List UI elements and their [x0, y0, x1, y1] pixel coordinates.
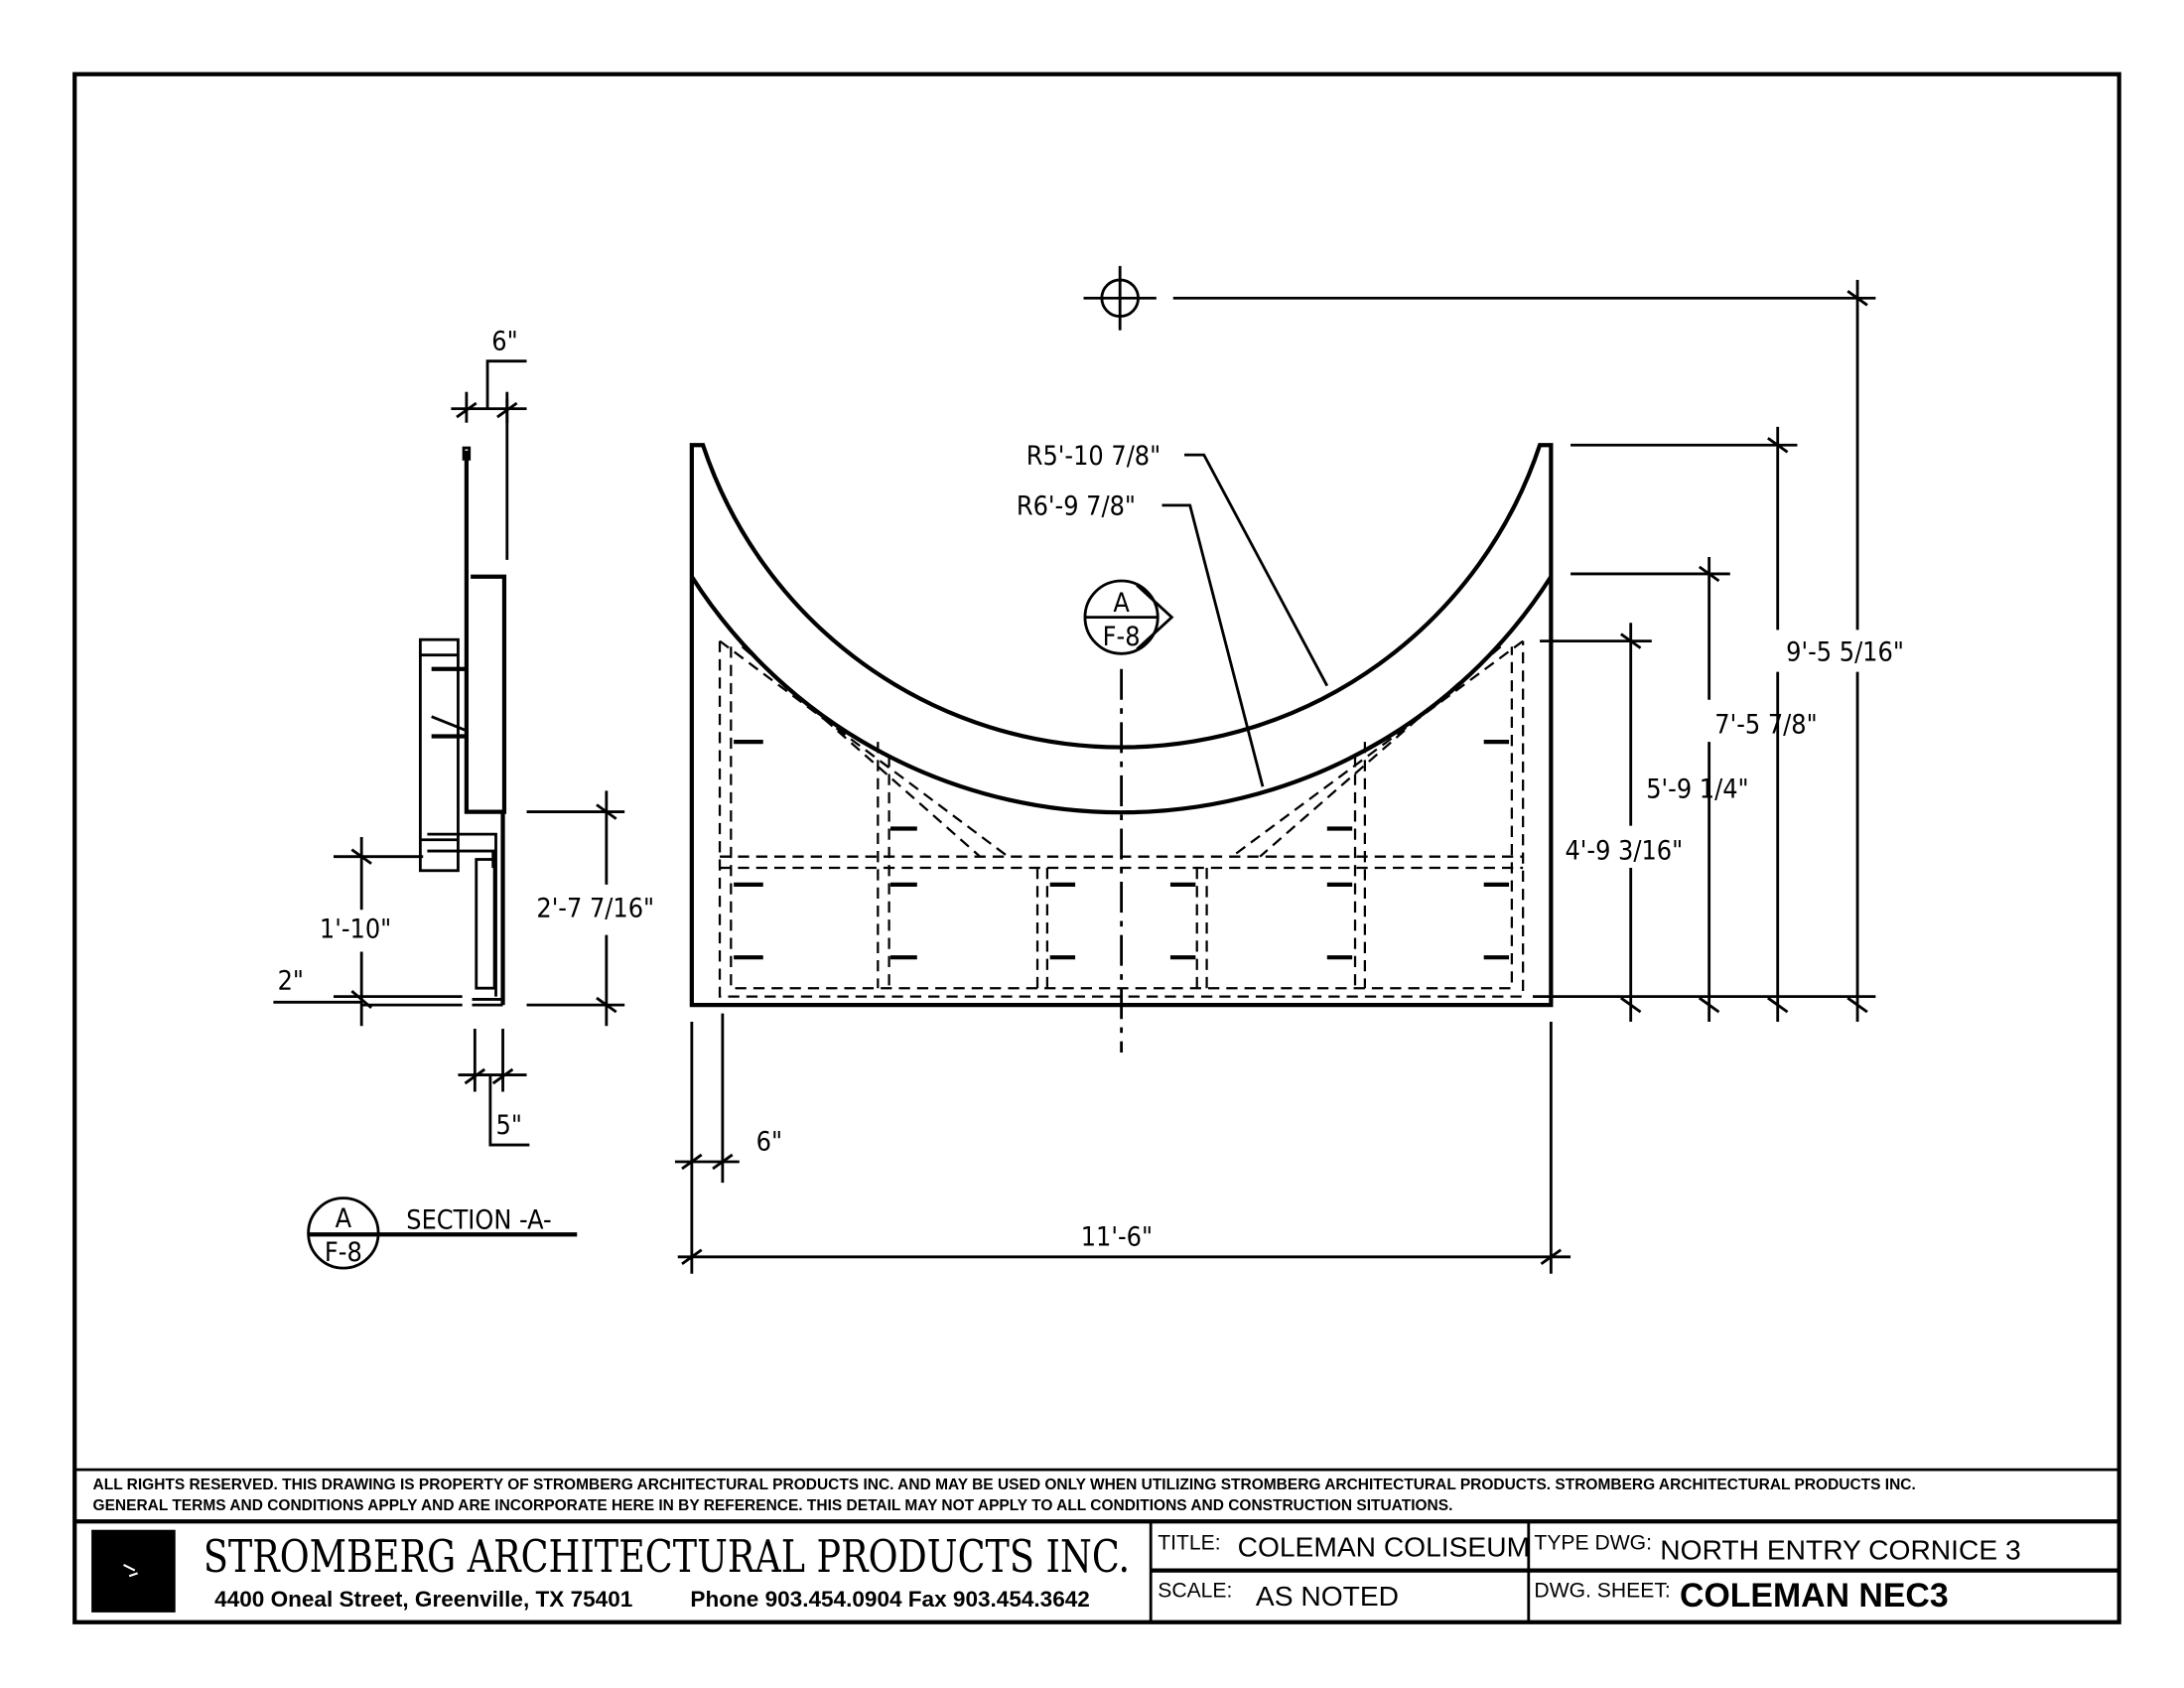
dim-radius-outer: R5'-10 7/8": [1026, 441, 1160, 472]
dim-top-width: 6": [491, 326, 517, 356]
section-tag-sheet: F-8: [325, 1237, 362, 1268]
dim-bottom-width: 5": [496, 1110, 522, 1141]
dwg-sheet-value: COLEMAN NEC3: [1680, 1577, 1949, 1615]
company-address: 4400 Oneal Street, Greenville, TX 75401: [214, 1587, 632, 1612]
company-name: STROMBERG ARCHITECTURAL PRODUCTS INC.: [204, 1530, 1130, 1583]
dim-side-thickness: 6": [756, 1127, 782, 1158]
section-label: SECTION -A-: [406, 1205, 551, 1236]
elevation-tag-letter: A: [1113, 588, 1130, 619]
dim-section-lip: 2": [278, 966, 304, 997]
dim-overall-width: 11'-6": [1081, 1222, 1153, 1253]
dim-radius-inner: R6'-9 7/8": [1017, 492, 1136, 522]
dwg-sheet-label: DWG. SHEET:: [1534, 1579, 1670, 1602]
sheet-border: [72, 71, 2121, 1624]
scale-label: SCALE:: [1158, 1579, 1232, 1602]
dim-overall-height: 9'-5 5/16": [1786, 636, 1904, 667]
scale-value: AS NOTED: [1256, 1580, 1399, 1612]
type-dwg-value: NORTH ENTRY CORNICE 3: [1660, 1533, 2020, 1565]
copyright-note-1: ALL RIGHTS RESERVED. THIS DRAWING IS PRO…: [93, 1477, 1916, 1493]
title-label: TITLE:: [1158, 1531, 1220, 1554]
cornice-elevation: A F-8 R5'-10 7/8" R6'-9 7/8" 9'-5 5/16" …: [674, 265, 1904, 1274]
company-logo: [91, 1529, 176, 1613]
elevation-tag-sheet: F-8: [1103, 622, 1141, 652]
section-tag-letter: A: [336, 1203, 352, 1234]
dim-section-height: 2'-7 7/16": [536, 893, 654, 923]
dim-section-lower: 1'-10": [320, 914, 391, 944]
section-a-detail: 6" 5" 2'-7 7/16" 1'-10" 2" A F-8 SECTION…: [273, 326, 654, 1270]
dim-height-2: 7'-5 7/8": [1714, 710, 1817, 741]
company-phone: Phone 903.454.0904 Fax 903.454.3642: [690, 1587, 1089, 1612]
type-dwg-label: TYPE DWG:: [1534, 1531, 1652, 1554]
title-value: COLEMAN COLISEUM: [1238, 1530, 1530, 1562]
dim-height-3: 5'-9 1/4": [1646, 774, 1748, 804]
dim-height-4: 4'-9 3/16": [1565, 836, 1683, 867]
copyright-note-2: GENERAL TERMS AND CONDITIONS APPLY AND A…: [93, 1497, 1453, 1514]
